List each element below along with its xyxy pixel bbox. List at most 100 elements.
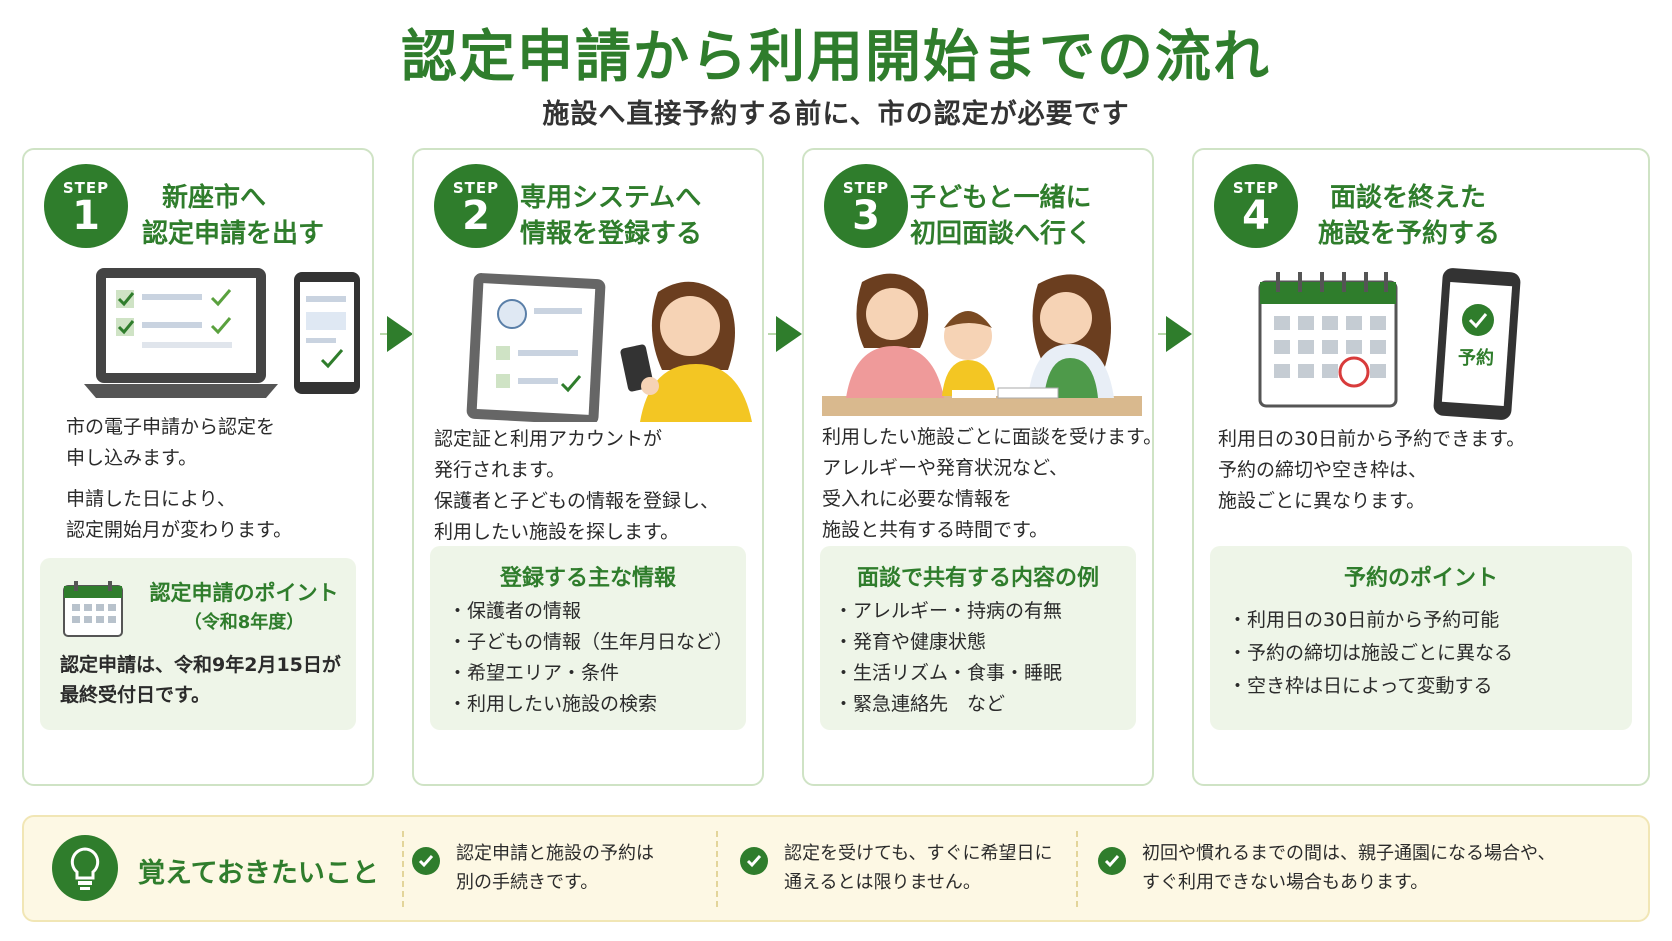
phone-icon bbox=[294, 272, 360, 394]
tip-line: 初回や慣れるまでの間は、親子通園になる場合や、 bbox=[1142, 843, 1556, 864]
step-1-point-box: 認定申請のポイント （令和8年度） 認定申請は、令和9年2月15日が 最終受付日… bbox=[40, 558, 356, 730]
step-2-desc-line: 利用したい施設を探します。 bbox=[434, 521, 680, 543]
divider bbox=[1076, 831, 1078, 907]
step-number: 1 bbox=[72, 193, 100, 239]
divider bbox=[716, 831, 718, 907]
step-4-heading-line-1: 面談を終えた bbox=[1330, 183, 1487, 213]
step-2-desc-line: 認定証と利用アカウントが bbox=[434, 428, 663, 450]
tip-line: 認定申請と施設の予約は bbox=[456, 843, 654, 864]
step-4-box-title: 予約のポイント bbox=[1343, 566, 1498, 591]
step-4-info-box: 予約のポイント 利用日の30日前から予約可能 予約の締切は施設ごとに異なる 空き… bbox=[1210, 546, 1632, 730]
step-2-box-title: 登録する主な情報 bbox=[499, 566, 676, 591]
list-item: 生活リズム・食事・睡眠 bbox=[834, 658, 1062, 689]
step-word: STEP bbox=[842, 179, 890, 197]
lightbulb-icon bbox=[52, 835, 118, 901]
tip-text: 初回や慣れるまでの間は、親子通園になる場合や、 すぐ利用できない場合もあります。 bbox=[1142, 839, 1555, 897]
step-number: 4 bbox=[1242, 193, 1270, 239]
step-3-badge: STEP 3 bbox=[824, 164, 908, 248]
page-title: 認定申請から利用開始までの流れ bbox=[401, 25, 1271, 90]
step-3-desc-line: 利用したい施設ごとに面談を受けます。 bbox=[822, 426, 1163, 448]
list-item: 空き枠は日によって変動する bbox=[1228, 670, 1513, 703]
step-2-badge: STEP 2 bbox=[434, 164, 518, 248]
mother-icon bbox=[846, 273, 944, 398]
clipboard-icon bbox=[466, 273, 606, 422]
connector-line bbox=[1158, 333, 1168, 335]
interview-illustration bbox=[822, 273, 1142, 416]
step-3-heading-line-2: 初回面談へ行く bbox=[910, 219, 1093, 249]
reserve-label: 予約 bbox=[1458, 347, 1494, 369]
step-2-heading-line-1: 専用システムへ bbox=[520, 183, 702, 213]
step-word: STEP bbox=[452, 179, 500, 197]
calendar-icon bbox=[1258, 272, 1398, 408]
step-3-heading-line-1: 子どもと一緒に bbox=[910, 183, 1092, 213]
step-4-desc-line: 予約の締切や空き枠は、 bbox=[1218, 459, 1428, 481]
list-item: 利用日の30日前から予約可能 bbox=[1228, 604, 1513, 637]
step-3-desc-line: 施設と共有する時間です。 bbox=[822, 519, 1049, 541]
tip-line: 別の手続きです。 bbox=[456, 872, 599, 893]
step-4-description: 利用日の30日前から予約できます。 予約の締切や空き枠は、 施設ごとに異なります… bbox=[1218, 424, 1525, 517]
step-2-heading: 専用システムへ 情報を登録する bbox=[520, 180, 702, 252]
point-line: 認定申請は、令和9年2月15日が bbox=[60, 654, 341, 676]
list-item: 希望エリア・条件 bbox=[448, 658, 733, 689]
step-1-heading-line-2: 認定申請を出す bbox=[142, 219, 325, 249]
check-icon bbox=[1098, 847, 1126, 875]
step-3-heading: 子どもと一緒に 初回面談へ行く bbox=[910, 180, 1092, 252]
step-4-badge: STEP 4 bbox=[1214, 164, 1298, 248]
tip-text: 認定を受けても、すぐに希望日に 通えるとは限りません。 bbox=[784, 839, 1053, 897]
list-item: 予約の締切は施設ごとに異なる bbox=[1228, 637, 1513, 670]
tip-line: すぐ利用できない場合もあります。 bbox=[1142, 872, 1429, 893]
list-item: アレルギー・持病の有無 bbox=[834, 596, 1062, 627]
child-icon bbox=[942, 311, 996, 398]
tip-line: 認定を受けても、すぐに希望日に bbox=[784, 843, 1053, 864]
step-3-card: STEP 3 子どもと一緒に 初回面談へ行く 利用したい施設ごとに面談を受けます… bbox=[802, 148, 1162, 786]
step-1-desc-line: 申し込みます。 bbox=[66, 447, 198, 469]
point-subtitle: （令和8年度） bbox=[183, 612, 305, 633]
step-1-heading-line-1: 新座市へ bbox=[162, 183, 267, 213]
step-word: STEP bbox=[1232, 179, 1280, 197]
calendar-and-phone-illustration: 予約 bbox=[1258, 268, 1521, 420]
step-1-card: STEP 1 新座市へ 認定申請を出す bbox=[22, 148, 374, 786]
step-1-point-title: 認定申請のポイント （令和8年度） bbox=[144, 578, 344, 638]
step-1-heading: 新座市へ 認定申請を出す bbox=[142, 180, 324, 252]
step-2-heading-line-2: 情報を登録する bbox=[520, 219, 703, 249]
phone-icon: 予約 bbox=[1433, 268, 1521, 420]
step-4-desc-line: 施設ごとに異なります。 bbox=[1218, 490, 1426, 512]
calendar-icon bbox=[63, 581, 123, 637]
tip-line: 通えるとは限りません。 bbox=[784, 872, 981, 893]
step-1-desc-line: 市の電子申請から認定を bbox=[66, 416, 276, 438]
step-word: STEP bbox=[62, 179, 110, 197]
remember-panel: 覚えておきたいこと 認定申請と施設の予約は 別の手続きです。 認定を受けても、す… bbox=[22, 815, 1650, 922]
step-2-desc-line: 保護者と子どもの情報を登録し、 bbox=[434, 490, 720, 512]
parent-with-phone-icon bbox=[620, 281, 752, 422]
step-3-desc-line: アレルギーや発育状況など、 bbox=[822, 457, 1069, 479]
step-3-box-list: アレルギー・持病の有無 発育や健康状態 生活リズム・食事・睡眠 緊急連絡先 など bbox=[834, 596, 1062, 720]
step-4-desc-line: 利用日の30日前から予約できます。 bbox=[1218, 428, 1526, 450]
step-1-badge: STEP 1 bbox=[44, 164, 128, 248]
step-4-heading-line-2: 施設を予約する bbox=[1318, 219, 1501, 249]
step-4-box-list: 利用日の30日前から予約可能 予約の締切は施設ごとに異なる 空き枠は日によって変… bbox=[1228, 604, 1513, 703]
laptop-icon bbox=[84, 268, 278, 398]
connector-line bbox=[768, 333, 778, 335]
check-icon bbox=[740, 847, 768, 875]
step-1-desc-line: 認定開始月が変わります。 bbox=[66, 519, 293, 541]
page-subtitle: 施設へ直接予約する前に、市の認定が必要です bbox=[542, 99, 1130, 130]
step-3-description: 利用したい施設ごとに面談を受けます。 アレルギーや発育状況など、 受入れに必要な… bbox=[822, 422, 1162, 546]
step-4-card: STEP 4 面談を終えた 施設を予約する 予約 bbox=[1192, 148, 1650, 786]
remember-heading: 覚えておきたいこと bbox=[138, 858, 379, 889]
list-item: 緊急連絡先 など bbox=[834, 689, 1062, 720]
step-3-box-title: 面談で共有する内容の例 bbox=[856, 566, 1099, 591]
arrow-right-icon bbox=[776, 316, 802, 352]
point-line: 最終受付日です。 bbox=[60, 684, 211, 706]
list-item: 利用したい施設の検索 bbox=[448, 689, 733, 720]
staff-icon bbox=[997, 274, 1114, 399]
step-2-box-list: 保護者の情報 子どもの情報（生年月日など） 希望エリア・条件 利用したい施設の検… bbox=[448, 596, 733, 720]
point-title: 認定申請のポイント bbox=[149, 581, 339, 605]
step-4-heading: 面談を終えた 施設を予約する bbox=[1318, 180, 1500, 252]
step-2-card: STEP 2 専用システムへ 情報を登録する 認定証と利用アカウントが 発行され… bbox=[412, 148, 764, 786]
step-number: 2 bbox=[462, 193, 490, 239]
list-item: 子どもの情報（生年月日など） bbox=[448, 627, 733, 658]
list-item: 発育や健康状態 bbox=[834, 627, 1062, 658]
tip-text: 認定申請と施設の予約は 別の手続きです。 bbox=[456, 839, 654, 897]
laptop-and-phone-illustration bbox=[84, 268, 360, 398]
step-3-info-box: 面談で共有する内容の例 アレルギー・持病の有無 発育や健康状態 生活リズム・食事… bbox=[820, 546, 1136, 730]
